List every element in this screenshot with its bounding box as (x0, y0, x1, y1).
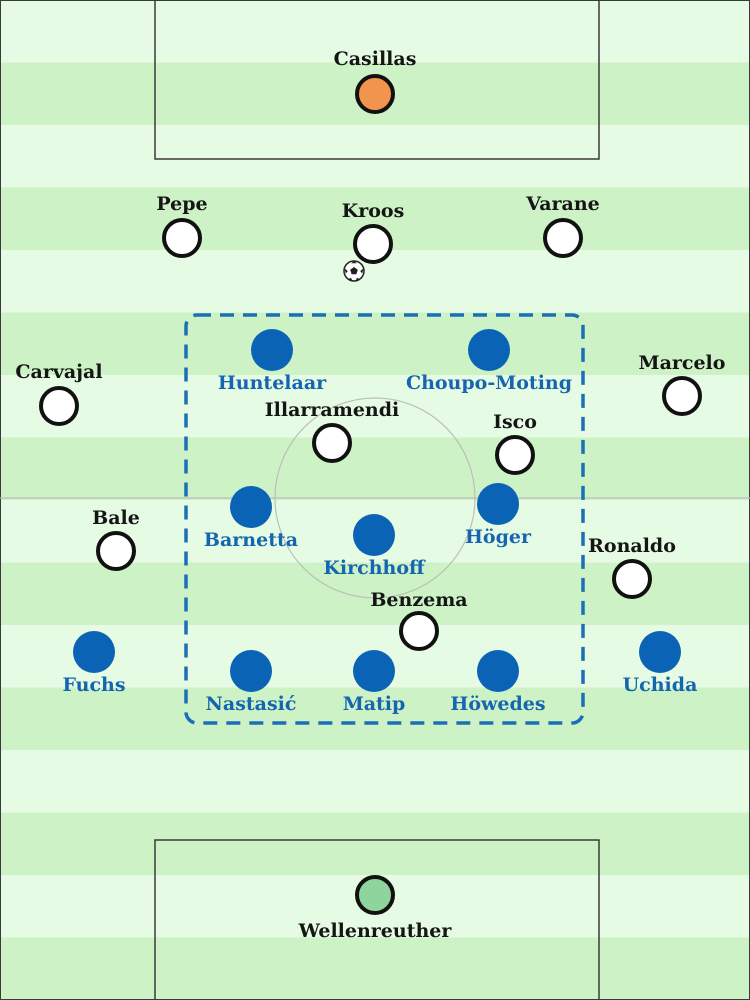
player-name-label: Marcelo (639, 352, 726, 374)
player-name-label: Ronaldo (588, 535, 676, 557)
player-marker (312, 423, 352, 463)
soccer-ball-icon (343, 260, 365, 282)
player-varane: Varane (525, 193, 600, 258)
grass-stripe (0, 375, 750, 438)
player-marker (39, 386, 79, 426)
player-ronaldo: Ronaldo (588, 535, 676, 599)
player-marker (468, 329, 510, 371)
player-marker (355, 74, 395, 114)
player-benzema: Benzema (370, 589, 468, 651)
player-marker (230, 650, 272, 692)
player-barnetta: Barnetta (204, 486, 298, 551)
player-carvajal: Carvajal (15, 361, 103, 426)
player-name-label: Kroos (342, 200, 405, 222)
player-marker (477, 650, 519, 692)
player-wellenreuther: Wellenreuther (298, 875, 453, 942)
grass-stripe (0, 125, 750, 188)
grass-stripe (0, 312, 750, 376)
player-name-label: Fuchs (62, 674, 125, 696)
player-marcelo: Marcelo (639, 352, 726, 416)
player-name-label: Varane (525, 193, 600, 215)
player-name-label: Isco (493, 411, 537, 433)
player-marker (73, 631, 115, 673)
player-fuchs: Fuchs (62, 631, 126, 696)
player-choupo-moting: Choupo-Moting (406, 329, 572, 394)
player-matip: Matip (343, 650, 406, 715)
grass-stripe (0, 750, 750, 813)
top-penalty-box (154, 0, 600, 160)
grass-stripe (0, 687, 750, 751)
player-name-label: Höwedes (450, 693, 545, 715)
player-name-label: Huntelaar (218, 372, 327, 394)
player-marker (162, 218, 202, 258)
player-nastasic: Nastasić (206, 650, 297, 715)
player-marker (639, 631, 681, 673)
player-marker (477, 483, 519, 525)
player-name-label: Wellenreuther (298, 920, 453, 942)
player-name-label: Matip (343, 693, 406, 715)
player-name-label: Casillas (334, 48, 417, 70)
player-name-label: Barnetta (204, 529, 298, 551)
player-marker (399, 611, 439, 651)
player-pepe: Pepe (156, 193, 208, 258)
player-kroos: Kroos (342, 200, 405, 264)
player-casillas: Casillas (334, 48, 417, 114)
player-marker (353, 224, 393, 264)
player-name-label: Höger (465, 526, 532, 548)
player-uchida: Uchida (623, 631, 698, 696)
bottom-penalty-box (154, 839, 600, 1000)
player-kirchhoff: Kirchhoff (323, 514, 426, 579)
player-name-label: Nastasić (206, 693, 297, 715)
grass-stripe (0, 0, 750, 63)
player-huntelaar: Huntelaar (218, 329, 327, 394)
center-circle (274, 397, 476, 599)
grass-stripe (0, 437, 750, 501)
player-bale: Bale (92, 507, 140, 571)
player-name-label: Uchida (623, 674, 698, 696)
pressing-zone-box (184, 313, 585, 725)
player-marker (230, 486, 272, 528)
player-name-label: Pepe (156, 193, 207, 215)
player-marker (662, 376, 702, 416)
player-name-label: Bale (92, 507, 140, 529)
player-hoewedes: Höwedes (450, 650, 546, 715)
player-marker (495, 435, 535, 475)
player-name-label: Choupo-Moting (406, 372, 572, 394)
player-marker (353, 650, 395, 692)
player-name-label: Carvajal (15, 361, 102, 383)
player-marker (355, 875, 395, 915)
player-marker (353, 514, 395, 556)
player-marker (251, 329, 293, 371)
player-marker (612, 559, 652, 599)
grass-stripe (0, 937, 750, 1000)
player-illarramendi: Illarramendi (265, 399, 399, 463)
player-marker (96, 531, 136, 571)
grass-stripe (0, 812, 750, 876)
player-isco: Isco (493, 411, 537, 475)
player-name-label: Benzema (370, 589, 467, 611)
player-name-label: Kirchhoff (323, 557, 426, 579)
player-hoeger: Höger (465, 483, 532, 548)
player-marker (543, 218, 583, 258)
player-name-label: Illarramendi (265, 399, 399, 421)
